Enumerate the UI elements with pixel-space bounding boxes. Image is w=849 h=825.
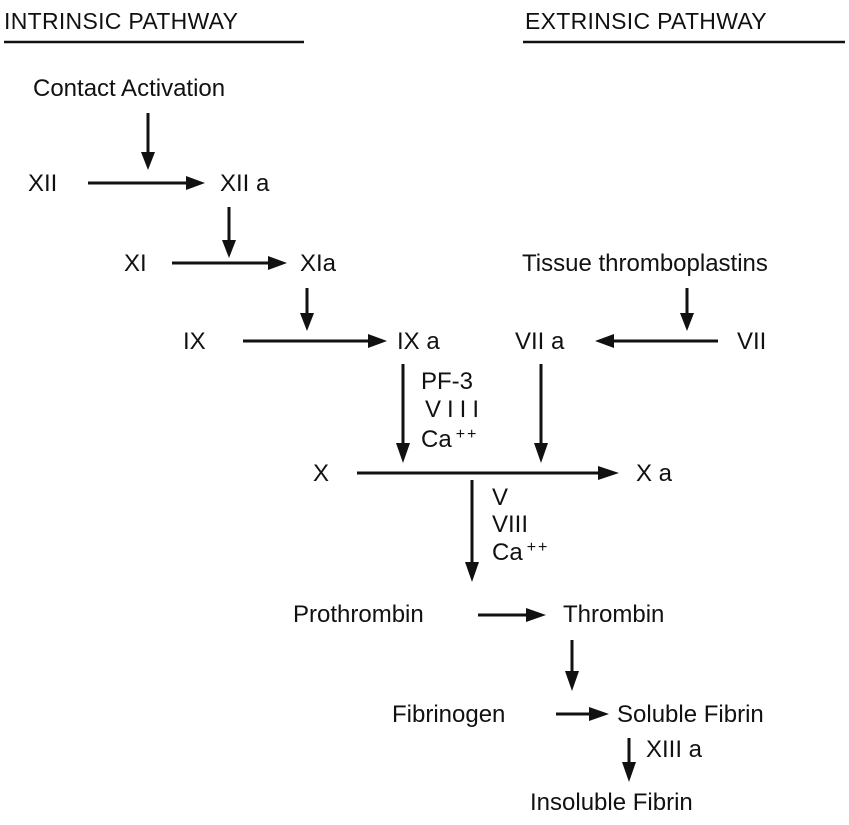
node-xiia: XII a <box>220 170 270 197</box>
arrow-vii-to-viia <box>595 334 718 348</box>
cofactor-ca-common: Ca++ <box>492 539 550 568</box>
arrow-ix-to-ixa <box>243 334 387 348</box>
cofactor-xiiia: XIII a <box>646 736 703 763</box>
node-contact-activation: Contact Activation <box>33 75 226 102</box>
arrow-xiia-down <box>222 207 236 258</box>
arrow-xa-down <box>465 480 479 582</box>
cofactor-ca-common-charge: ++ <box>526 539 550 556</box>
cofactor-ca-intrinsic-charge: ++ <box>455 426 479 443</box>
arrow-x-to-xa <box>357 466 619 480</box>
node-xa: X a <box>636 460 673 487</box>
node-ixa: IX a <box>397 328 440 355</box>
cofactor-v: V <box>492 484 509 511</box>
cofactor-ca-intrinsic-symbol: Ca <box>421 426 452 453</box>
node-soluble-fibrin: Soluble Fibrin <box>617 701 764 728</box>
arrow-prothrombin-to-thrombin <box>478 608 546 622</box>
arrow-soluble-fibrin-down <box>622 738 636 782</box>
node-tissue-thromboplastins: Tissue thromboplastins <box>522 250 768 277</box>
arrow-viia-down <box>534 364 548 463</box>
arrow-ixa-down <box>396 364 410 463</box>
cofactor-ca-common-symbol: Ca <box>492 539 523 566</box>
cofactor-viii-common: VIII <box>492 511 529 538</box>
cofactor-viii-intrinsic: VIII <box>425 396 486 423</box>
cofactor-ca-intrinsic: Ca++ <box>421 426 479 455</box>
cofactor-pf3: PF-3 <box>421 368 474 395</box>
node-xi: XI <box>124 250 147 277</box>
arrow-contact-activation <box>141 113 155 170</box>
node-fibrinogen: Fibrinogen <box>392 701 506 728</box>
arrow-fibrinogen-to-soluble-fibrin <box>556 707 609 721</box>
extrinsic-pathway-header: EXTRINSIC PATHWAY <box>525 8 767 34</box>
arrow-xii-to-xiia <box>88 176 205 190</box>
node-x: X <box>313 460 330 487</box>
node-thrombin: Thrombin <box>563 601 665 628</box>
node-ix: IX <box>183 328 206 355</box>
node-prothrombin: Prothrombin <box>293 601 424 628</box>
arrow-xia-down <box>300 288 314 331</box>
node-insoluble-fibrin: Insoluble Fibrin <box>530 789 693 816</box>
intrinsic-pathway-header: INTRINSIC PATHWAY <box>4 8 239 34</box>
arrow-tissue-thromboplastins-down <box>680 288 694 331</box>
node-viia: VII a <box>515 328 565 355</box>
node-vii: VII <box>737 328 767 355</box>
arrow-xi-to-xia <box>172 256 287 270</box>
node-xia: XIa <box>300 250 337 277</box>
arrow-thrombin-down <box>565 640 579 691</box>
node-xii: XII <box>28 170 58 197</box>
